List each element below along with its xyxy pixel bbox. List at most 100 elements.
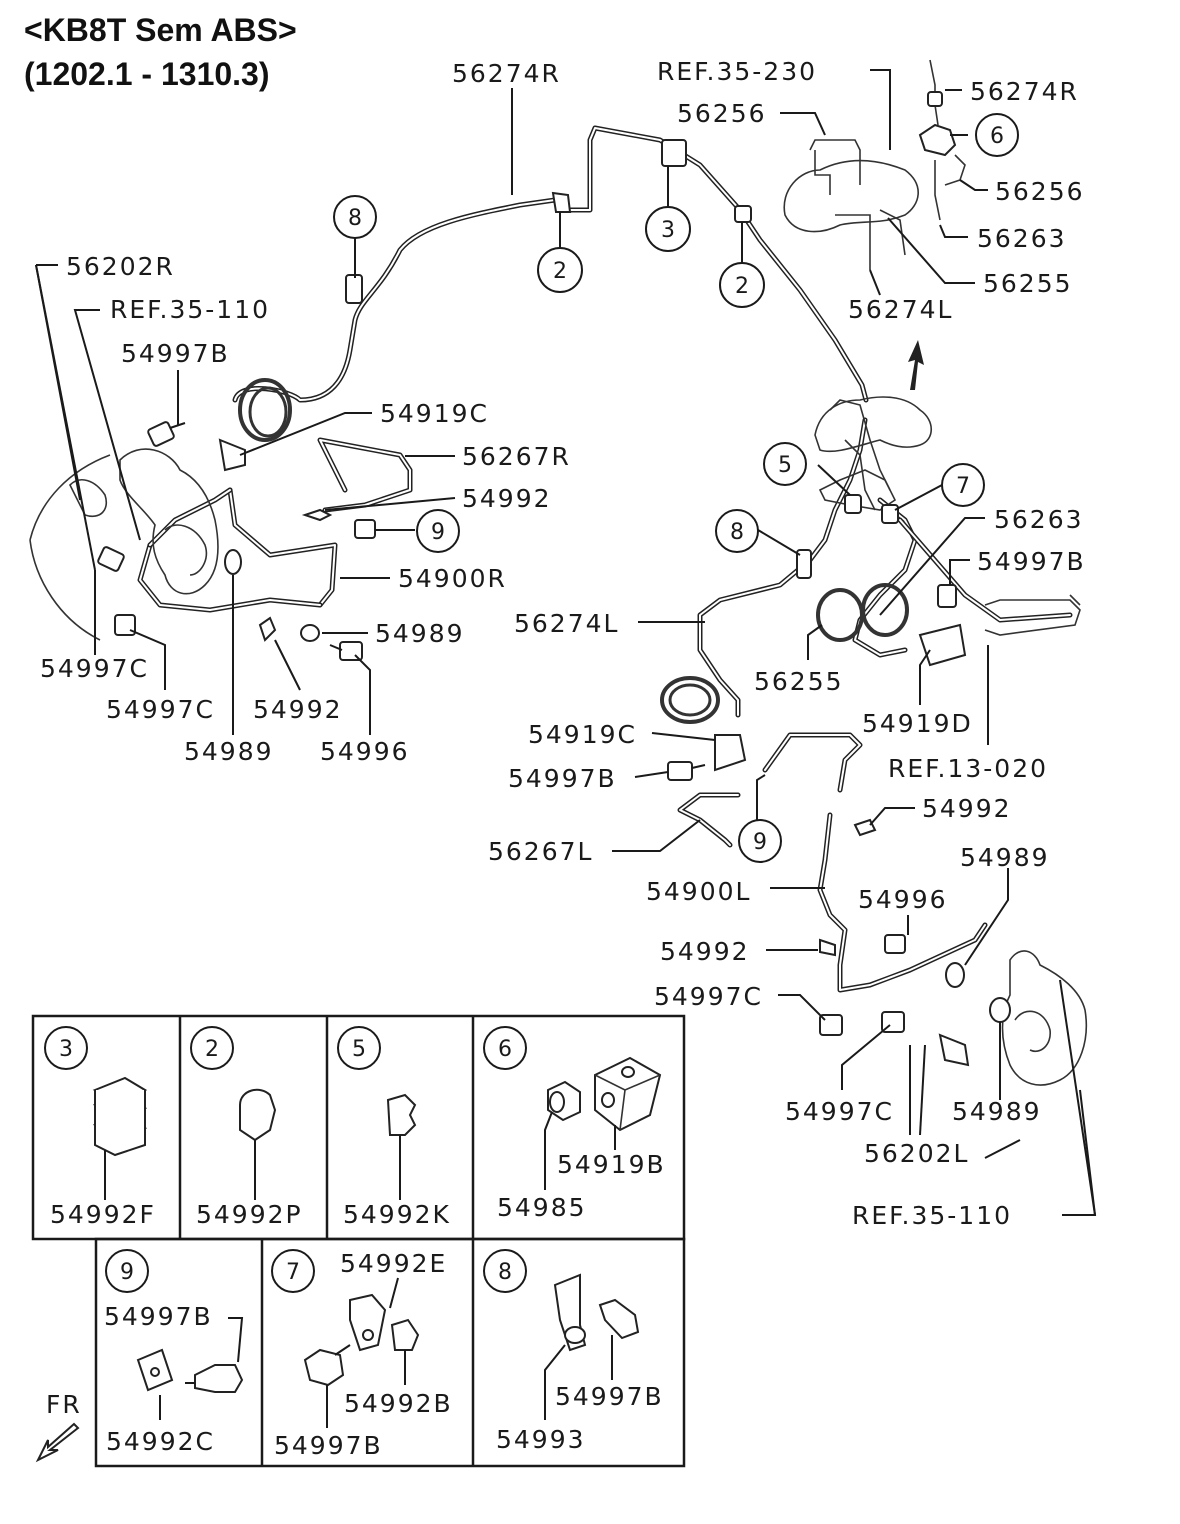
washer-icon [989,997,1011,1023]
clip-54992P-icon [239,1088,277,1142]
svg-text:54997B: 54997B [274,1431,383,1460]
callout-9-mid: 9 [738,819,782,863]
svg-text:5: 5 [352,1037,366,1062]
svg-text:54992K: 54992K [343,1200,451,1229]
bolt-54997B-icon [185,1364,244,1393]
svg-text:54992C: 54992C [106,1427,215,1456]
svg-text:54993: 54993 [496,1425,586,1454]
label-ref-13-020: REF.13-020 [888,754,1048,783]
callout-3-top: 3 [645,166,691,252]
bolt-icon [819,1014,843,1036]
callout-8-top: 8 [333,195,377,278]
label-54996-left: 54996 [320,737,410,766]
bolt-icon [114,614,136,636]
label-54997B-right: 54997B [977,547,1086,576]
svg-text:2: 2 [735,274,749,299]
label-ref-35-110-left: REF.35-110 [110,295,270,324]
detail-box-9: 9 54997B 54992C [104,1249,244,1456]
detail-box-6: 6 54985 54919B [483,1026,666,1222]
bolt-icon [884,934,906,954]
label-56263-mid: 56263 [994,505,1084,534]
detail-box-8: 8 54993 54997B [483,1249,664,1454]
bolt-icon [147,421,186,447]
label-56202L: 56202L [864,1139,969,1168]
callout-6-top: 6 [975,113,1019,157]
washer-icon [945,962,965,988]
label-54992-left: 54992 [462,484,552,513]
label-54997C-bottom: 54997C [785,1097,894,1126]
title-model: <KB8T Sem ABS> [24,12,297,48]
label-ref-35-230: REF.35-230 [657,57,817,86]
callout-circles: 8 2 3 2 6 5 7 8 9 9 [333,113,1019,863]
label-56267L: 56267L [488,837,593,866]
clip-54992B-icon [390,1318,420,1351]
label-54919C-left: 54919C [380,399,489,428]
label-56263-top: 56263 [977,224,1067,253]
label-56274R-right: 56274R [970,77,1079,106]
svg-text:8: 8 [348,206,362,231]
svg-text:7: 7 [956,474,970,499]
svg-text:54992P: 54992P [196,1200,303,1229]
label-54919D: 54919D [862,709,973,738]
svg-text:2: 2 [553,259,567,284]
pipe-clip-icon [551,191,572,213]
label-56202R: 56202R [66,252,175,281]
svg-text:6: 6 [990,124,1004,149]
clip-icon [819,938,836,957]
label-56255-top: 56255 [983,269,1073,298]
svg-text:9: 9 [120,1260,134,1285]
brake-pipes [137,125,1073,993]
clip-icon [301,508,333,522]
pipe-clip-icon [354,519,376,539]
front-direction-marker: FR [35,1390,82,1463]
svg-text:54997B: 54997B [555,1382,664,1411]
label-54997B-mid: 54997B [508,764,617,793]
detail-box-5: 5 54992K [337,1026,451,1229]
label-56274R-top: 56274R [452,59,561,88]
label-54992-bottom-left: 54992 [253,695,343,724]
label-54900L: 54900L [646,877,751,906]
svg-text:54997B: 54997B [104,1302,213,1331]
leader-lines [35,69,1097,1216]
clip-54992F-icon [92,1076,148,1157]
component-sketches [29,59,1088,1086]
arrow-down-left-icon [35,1422,80,1463]
svg-text:3: 3 [59,1037,73,1062]
svg-text:54985: 54985 [497,1193,587,1222]
title-period: (1202.1 - 1310.3) [24,56,270,92]
clip-icon [258,616,277,642]
detail-box-7: 7 54992E 54992B 54997B [271,1249,451,1460]
bolt-54997B-icon [598,1298,640,1340]
label-54989-bottom-right: 54989 [952,1097,1042,1126]
label-54989-left: 54989 [375,619,465,648]
label-56256-right: 56256 [995,177,1085,206]
bolt-icon [937,584,957,608]
clip-54992C-icon [136,1348,174,1392]
label-54989-bottom-left: 54989 [184,737,274,766]
svg-text:9: 9 [431,520,445,545]
bolt-icon [97,546,125,572]
label-56267R: 56267R [462,442,571,471]
label-54997C-lower: 54997C [654,982,763,1011]
clip-54992K-icon [386,1093,417,1136]
svg-text:FR: FR [46,1390,82,1419]
label-54992-mid: 54992 [922,794,1012,823]
pipe-clip-icon [796,549,812,579]
callout-2-right: 2 [719,222,765,308]
bolt-icon [667,761,706,781]
callout-7-mid: 7 [941,463,985,507]
svg-text:54992E: 54992E [340,1249,447,1278]
callout-9-left: 9 [416,509,460,553]
callout-5-mid: 5 [763,442,807,486]
svg-text:9: 9 [753,830,767,855]
svg-text:54992F: 54992F [50,1200,156,1229]
svg-text:54919B: 54919B [557,1150,666,1179]
bracket-icon [918,623,967,667]
label-54992-lower: 54992 [660,937,750,966]
label-54919C-mid: 54919C [528,720,637,749]
bracket-icon [218,438,246,472]
detail-box-3: 3 54992F [44,1026,156,1229]
bracket-icon [938,1033,970,1067]
bracket-icon [714,734,747,772]
